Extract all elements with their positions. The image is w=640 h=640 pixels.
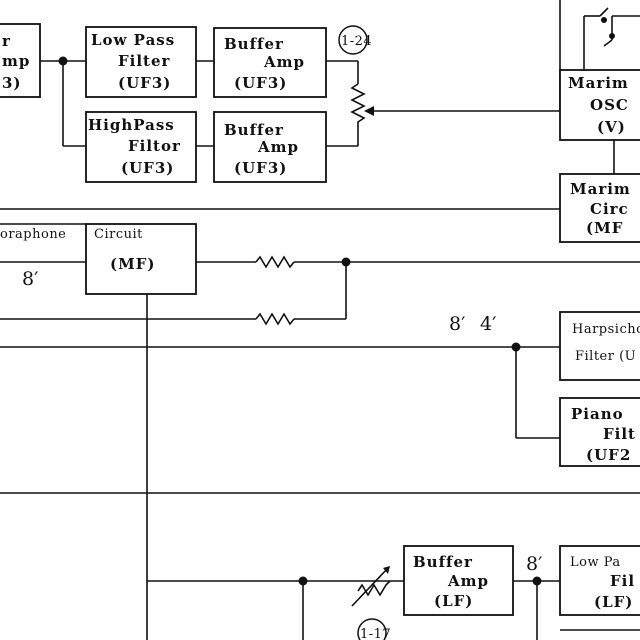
svg-text:(LF): (LF) xyxy=(594,593,633,611)
junction-dot xyxy=(298,576,308,586)
marimba-osc-block: Marim OSC (V) xyxy=(559,69,640,141)
piano-filter-block: Piano Filt (UF2 xyxy=(559,397,640,467)
svg-text:oraphone: oraphone xyxy=(0,227,66,242)
svg-text:Amp: Amp xyxy=(257,138,299,156)
svg-text:Buffer: Buffer xyxy=(224,121,284,139)
svg-text:Filter: Filter xyxy=(118,52,171,70)
svg-text:Low Pa: Low Pa xyxy=(570,555,621,570)
svg-text:Filtor: Filtor xyxy=(128,137,181,155)
svg-text:(UF3): (UF3) xyxy=(234,159,287,177)
svg-text:Buffer: Buffer xyxy=(413,553,473,571)
highpass-filter-block: HighPass Filtor (UF3) xyxy=(85,111,197,183)
lowpass-filter-block: Low Pass Filter (UF3) xyxy=(85,26,197,98)
junction-dot xyxy=(511,342,521,352)
svg-text:mp: mp xyxy=(2,52,30,70)
svg-text:Fil: Fil xyxy=(610,572,635,590)
svg-text:Filt: Filt xyxy=(603,425,636,443)
footage-label: 8′ xyxy=(449,313,465,335)
svg-text:Amp: Amp xyxy=(447,572,489,590)
svg-text:Filter (U: Filter (U xyxy=(575,349,636,364)
svg-text:Circ: Circ xyxy=(590,200,629,218)
svg-text:1-17: 1-17 xyxy=(360,627,391,640)
svg-text:HighPass: HighPass xyxy=(88,116,175,134)
buffer-amp-block: Buffer Amp (LF) xyxy=(403,545,514,616)
svg-text:Marim: Marim xyxy=(568,74,629,92)
svg-text:(UF3): (UF3) xyxy=(121,159,174,177)
footage-label: 8′ xyxy=(526,553,542,575)
svg-text:(V): (V) xyxy=(597,118,626,136)
svg-text:Marim: Marim xyxy=(570,180,631,198)
svg-text:(UF2: (UF2 xyxy=(586,446,631,464)
svg-text:(UF3): (UF3) xyxy=(118,74,171,92)
junction-dot xyxy=(58,56,68,66)
amp-block-partial: r mp 3) xyxy=(0,23,41,98)
footage-label: 4′ xyxy=(480,313,496,335)
svg-text:r: r xyxy=(2,32,11,50)
svg-text:Low Pass: Low Pass xyxy=(91,31,175,49)
harpsichord-filter-block: Harpsicho Filter (U xyxy=(559,311,640,381)
marimba-circuit-block: Marim Circ (MF xyxy=(559,173,640,243)
lowpass-filter-block: Low Pa Fil (LF) xyxy=(559,545,640,616)
svg-text:(MF: (MF xyxy=(586,219,623,237)
svg-text:Piano: Piano xyxy=(571,405,624,423)
svg-text:OSC: OSC xyxy=(590,96,629,114)
svg-text:Buffer: Buffer xyxy=(224,35,284,53)
junction-dot xyxy=(341,257,351,267)
junction-dot xyxy=(532,576,542,586)
svg-text:(MF): (MF) xyxy=(110,255,155,273)
svg-text:Circuit: Circuit xyxy=(94,227,143,242)
footage-label: 8′ xyxy=(22,268,38,290)
svg-text:(UF3): (UF3) xyxy=(234,74,287,92)
junction-dots xyxy=(58,17,615,586)
buffer-amp-block: Buffer Amp (UF3) xyxy=(213,27,327,98)
buffer-amp-block: Buffer Amp (UF3) xyxy=(213,111,327,183)
svg-text:Amp: Amp xyxy=(263,53,305,71)
reference-label-1-24: 1-24 xyxy=(338,25,372,55)
vibraphone-circuit-block: oraphone Circuit (MF) xyxy=(0,223,197,295)
reference-label-1-17: 1-17 xyxy=(357,618,391,640)
svg-text:1-24: 1-24 xyxy=(341,34,372,49)
svg-text:(LF): (LF) xyxy=(434,592,473,610)
svg-text:Harpsicho: Harpsicho xyxy=(572,322,640,337)
svg-text:3): 3) xyxy=(2,74,22,92)
